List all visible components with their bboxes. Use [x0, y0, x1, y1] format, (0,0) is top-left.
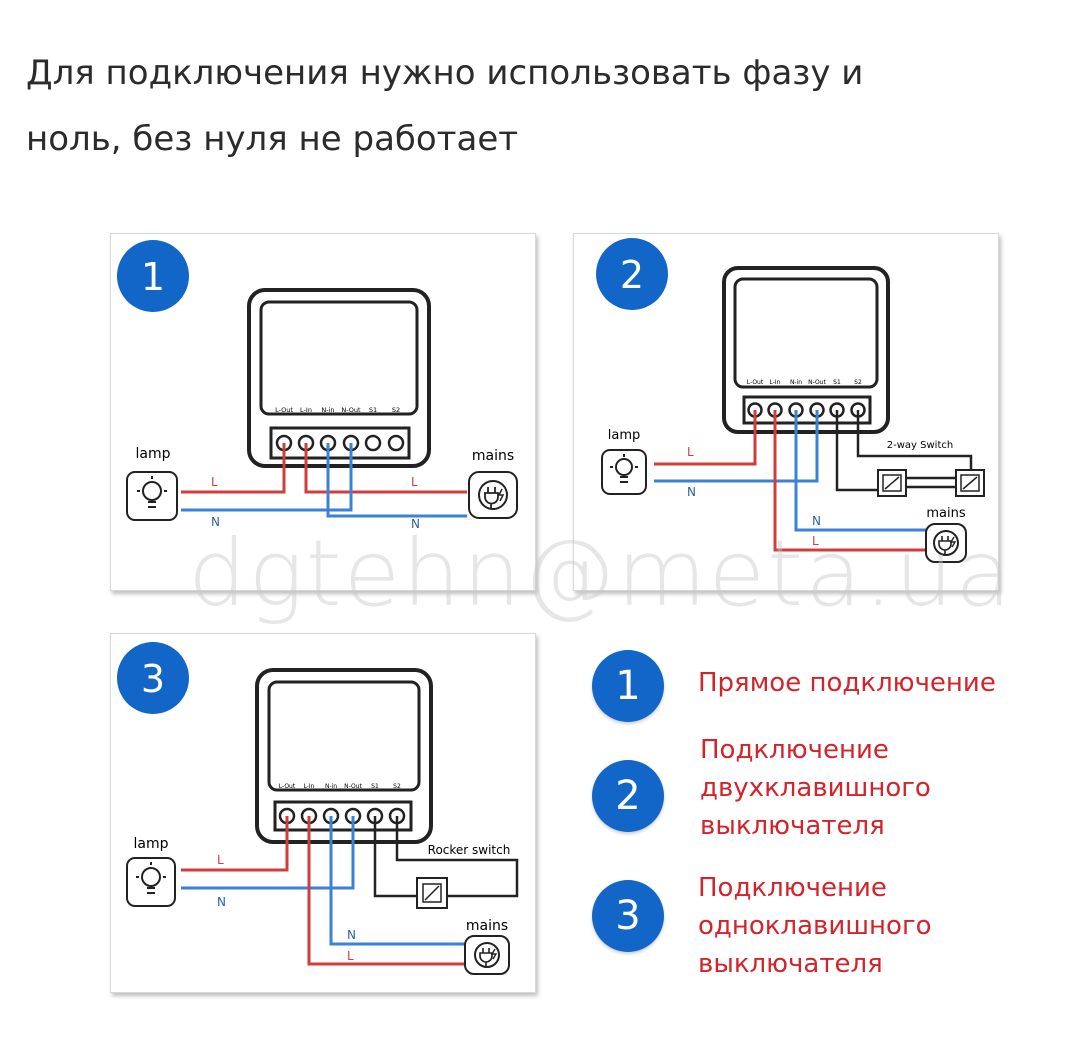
wiring-diagram-2: 2 L-Out L-In N-in N-Out S1 S2 2-way Swit…: [596, 238, 985, 563]
neutral-wire-lamp: [654, 410, 819, 483]
legend-text-2: Подключение двухклавишного выключателя: [700, 731, 931, 845]
heading-line-2: ноль, без нуля не работает: [26, 119, 519, 159]
neutral-wire-mains: [329, 816, 465, 946]
legend-line: Подключение: [700, 735, 889, 765]
live-wire-lamp: [181, 443, 286, 494]
wire-label-l-left: L: [217, 853, 224, 867]
legend-line: двухклавишного: [700, 773, 931, 803]
terminal-label-nin: N-in: [325, 783, 337, 790]
lamp-label: lamp: [136, 446, 171, 462]
terminal-label-s2: S2: [854, 379, 862, 386]
terminal-label-s2: S2: [393, 783, 401, 790]
terminal-label-s1: S1: [371, 783, 379, 790]
lamp-label: lamp: [608, 428, 641, 443]
plug-icon: [468, 471, 518, 519]
diagram-panel-2: 2 L-Out L-In N-in N-Out S1 S2 2-way Swit…: [573, 233, 999, 591]
terminal-label-nout: N-Out: [808, 379, 826, 386]
two-way-switch-2-icon: [955, 469, 985, 497]
relay-face: [733, 277, 879, 389]
rocker-switch-icon: [416, 877, 448, 909]
diagram-number: 3: [141, 657, 165, 701]
mains-label: mains: [472, 448, 514, 464]
wire-label-n-right: N: [411, 517, 420, 531]
diagram-number: 1: [141, 255, 165, 299]
terminal-block: [742, 395, 872, 425]
terminal-label-nout: N-Out: [341, 406, 361, 414]
live-wire-lamp: [181, 816, 289, 872]
terminal-label-s1: S1: [369, 406, 377, 414]
mains-label: mains: [926, 506, 965, 521]
diagram-number-badge: [596, 238, 668, 310]
legend-text-1: Прямое подключение: [698, 664, 996, 702]
diagram-panel-1: 1 L-Out L-In N-in N-Out S1 S2 L N L N la…: [110, 233, 536, 591]
legend-badge-1: 1: [592, 650, 664, 722]
watermark: dgtehn@meta.ua: [188, 520, 1014, 627]
relay-face: [259, 300, 419, 416]
live-wire-mains: [304, 443, 467, 494]
plug-icon: [925, 523, 967, 563]
neutral-wire-lamp: [181, 816, 355, 890]
live-wire-mains: [307, 816, 465, 966]
diagram-number-badge: [117, 240, 189, 312]
terminal-label-lin: L-In: [770, 379, 781, 386]
legend-badge-3: 3: [592, 880, 664, 952]
wire-label-l-left: L: [211, 475, 218, 489]
switch-wires: [373, 816, 519, 898]
legend-line: Прямое подключение: [698, 668, 996, 698]
lamp-icon: [126, 857, 176, 907]
page-heading: Для подключения нужно использовать фазу …: [26, 40, 1026, 172]
diagram-panel-3: 3 L-Out L-In N-in N-Out S1 S2 Rocker swi…: [110, 633, 536, 993]
legend-line: выключателя: [698, 949, 883, 979]
wire-label-l-right: L: [411, 475, 418, 489]
wiring-diagram-1: 1 L-Out L-In N-in N-Out S1 S2 L N L N la…: [117, 240, 518, 531]
mains-label: mains: [466, 918, 508, 934]
switch-wires: [835, 410, 973, 492]
terminal-label-s2: S2: [392, 406, 400, 414]
terminal-label-nin: N-in: [790, 379, 802, 386]
terminal-block: [273, 800, 413, 832]
wire-label-l-left: L: [687, 445, 694, 459]
switch-label: 2-way Switch: [887, 440, 953, 451]
wire-label-n-left: N: [211, 515, 220, 529]
legend-text-3: Подключение одноклавишного выключателя: [698, 869, 932, 983]
legend-badge-2: 2: [592, 760, 664, 832]
wire-label-l-right: L: [347, 949, 354, 963]
wire-label-l-right: L: [812, 534, 819, 548]
legend-line: одноклавишного: [698, 911, 932, 941]
diagram-number-badge: [117, 642, 189, 714]
switch-label: Rocker switch: [428, 843, 511, 857]
relay-face: [267, 680, 421, 792]
wire-label-n-right: N: [347, 928, 356, 942]
live-wire-mains: [773, 410, 926, 552]
two-way-switch-1-icon: [877, 469, 907, 497]
terminal-label-lout: L-Out: [279, 783, 296, 790]
legend-line: Подключение: [698, 873, 887, 903]
lamp-label: lamp: [134, 836, 169, 852]
terminal-label-lin: L-In: [304, 783, 315, 790]
wire-label-n-right: N: [812, 514, 821, 528]
neutral-wire-mains: [794, 410, 926, 532]
wire-label-n-left: N: [217, 895, 226, 909]
diagram-number: 2: [620, 253, 644, 297]
terminal-label-lin: L-In: [300, 406, 312, 414]
lamp-icon: [126, 471, 178, 521]
plug-icon: [464, 935, 510, 975]
lamp-icon: [601, 449, 647, 495]
legend-line: выключателя: [700, 811, 885, 841]
terminal-label-lout: L-Out: [275, 406, 293, 414]
terminal-label-lout: L-Out: [747, 379, 764, 386]
terminal-block: [269, 426, 411, 460]
terminal-label-nin: N-in: [321, 406, 334, 414]
terminal-label-s1: S1: [833, 379, 841, 386]
heading-line-1: Для подключения нужно использовать фазу …: [26, 53, 864, 93]
terminal-label-nout: N-Out: [344, 783, 362, 790]
live-wire-lamp: [654, 410, 757, 466]
neutral-wire-lamp: [181, 443, 353, 512]
wire-label-n-left: N: [687, 485, 696, 499]
neutral-wire-mains: [326, 443, 467, 518]
wiring-diagram-3: 3 L-Out L-In N-in N-Out S1 S2 Rocker swi…: [117, 642, 519, 975]
